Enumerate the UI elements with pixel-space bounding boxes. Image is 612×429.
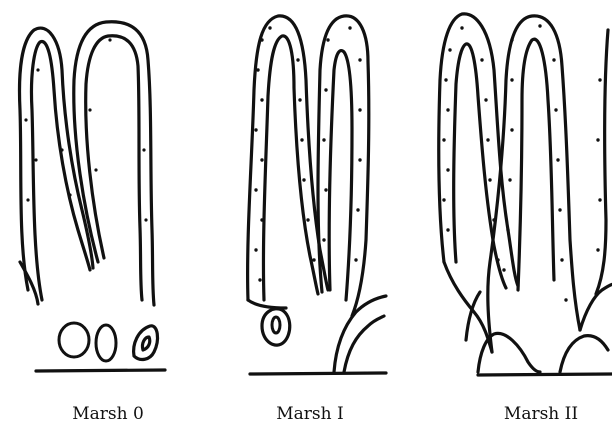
villus-epithelium [518,39,554,290]
crypt-edge [248,300,286,308]
villus-epithelium [454,44,506,288]
villus-outline [248,16,328,300]
crypt-lumen [272,317,280,333]
crypt-cross-section [134,326,158,360]
panel-marsh-2 [439,14,612,375]
crypt-cross-section [262,309,290,345]
crypt-cross-section [478,333,540,372]
villus-epithelium [329,51,352,300]
crypt-cross-section [560,336,608,372]
villus-epithelium [86,36,142,300]
crypt-edge [344,316,384,372]
panel-marsh-1 [248,16,386,374]
caption-marsh-2: Marsh II [504,404,578,424]
baseline [478,374,612,375]
baseline [250,373,386,374]
crypt-lumen [142,337,149,350]
villus-outline [439,14,518,286]
villus-epithelium [31,42,90,300]
villus-outline [20,28,93,290]
villus-outline [596,30,608,294]
caption-marsh-0: Marsh 0 [72,404,144,424]
crypt-edge [20,262,38,304]
crypt-cross-section [96,325,116,361]
crypt-edge [444,262,492,352]
crypt-cross-section [59,323,89,357]
panel-marsh-0 [20,22,165,371]
baseline [36,370,165,371]
caption-marsh-1: Marsh I [276,404,343,424]
